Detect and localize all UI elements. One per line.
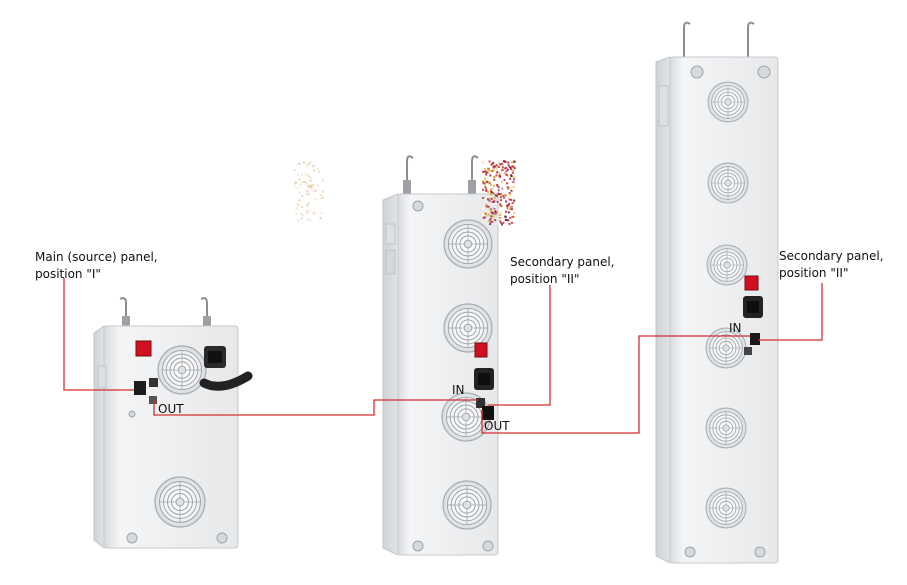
main-out-to-panel2-in-wire: [153, 399, 478, 416]
secondary-panel-a-label-line1: Secondary panel,: [510, 255, 615, 269]
secondary-panel-b-device: [655, 21, 779, 564]
panel3-in-port-label: IN: [729, 321, 742, 335]
secondary-panel-b-label-line2: position "II": [779, 266, 849, 280]
secondary-panel-b-label: Secondary panel, position "II": [779, 248, 883, 282]
main-panel-device: [93, 297, 253, 550]
secondary-panel-b-label-line1: Secondary panel,: [779, 249, 884, 263]
secondary-panel-a-label: Secondary panel, position "II": [510, 254, 614, 288]
image-artifact: [293, 160, 516, 226]
panel2-in-port-label: IN: [452, 383, 465, 397]
main-out-port-label: OUT: [158, 402, 184, 416]
main-panel-label: Main (source) panel, position "I": [35, 249, 158, 283]
panel2-out-to-panel3-in-wire: [481, 335, 750, 434]
main-panel-callout-line: [63, 278, 134, 391]
main-panel-label-line1: Main (source) panel,: [35, 250, 158, 264]
connection-wires: [63, 278, 823, 434]
panel2-out-port-label: OUT: [484, 419, 510, 433]
secondary-panel-a-label-line2: position "II": [510, 272, 580, 286]
main-panel-label-line2: position "I": [35, 267, 101, 281]
secondary-panel-a-device: [382, 155, 499, 556]
secondary-panel-b-callout-line: [758, 283, 823, 341]
secondary-panel-a-callout-line: [488, 285, 551, 406]
